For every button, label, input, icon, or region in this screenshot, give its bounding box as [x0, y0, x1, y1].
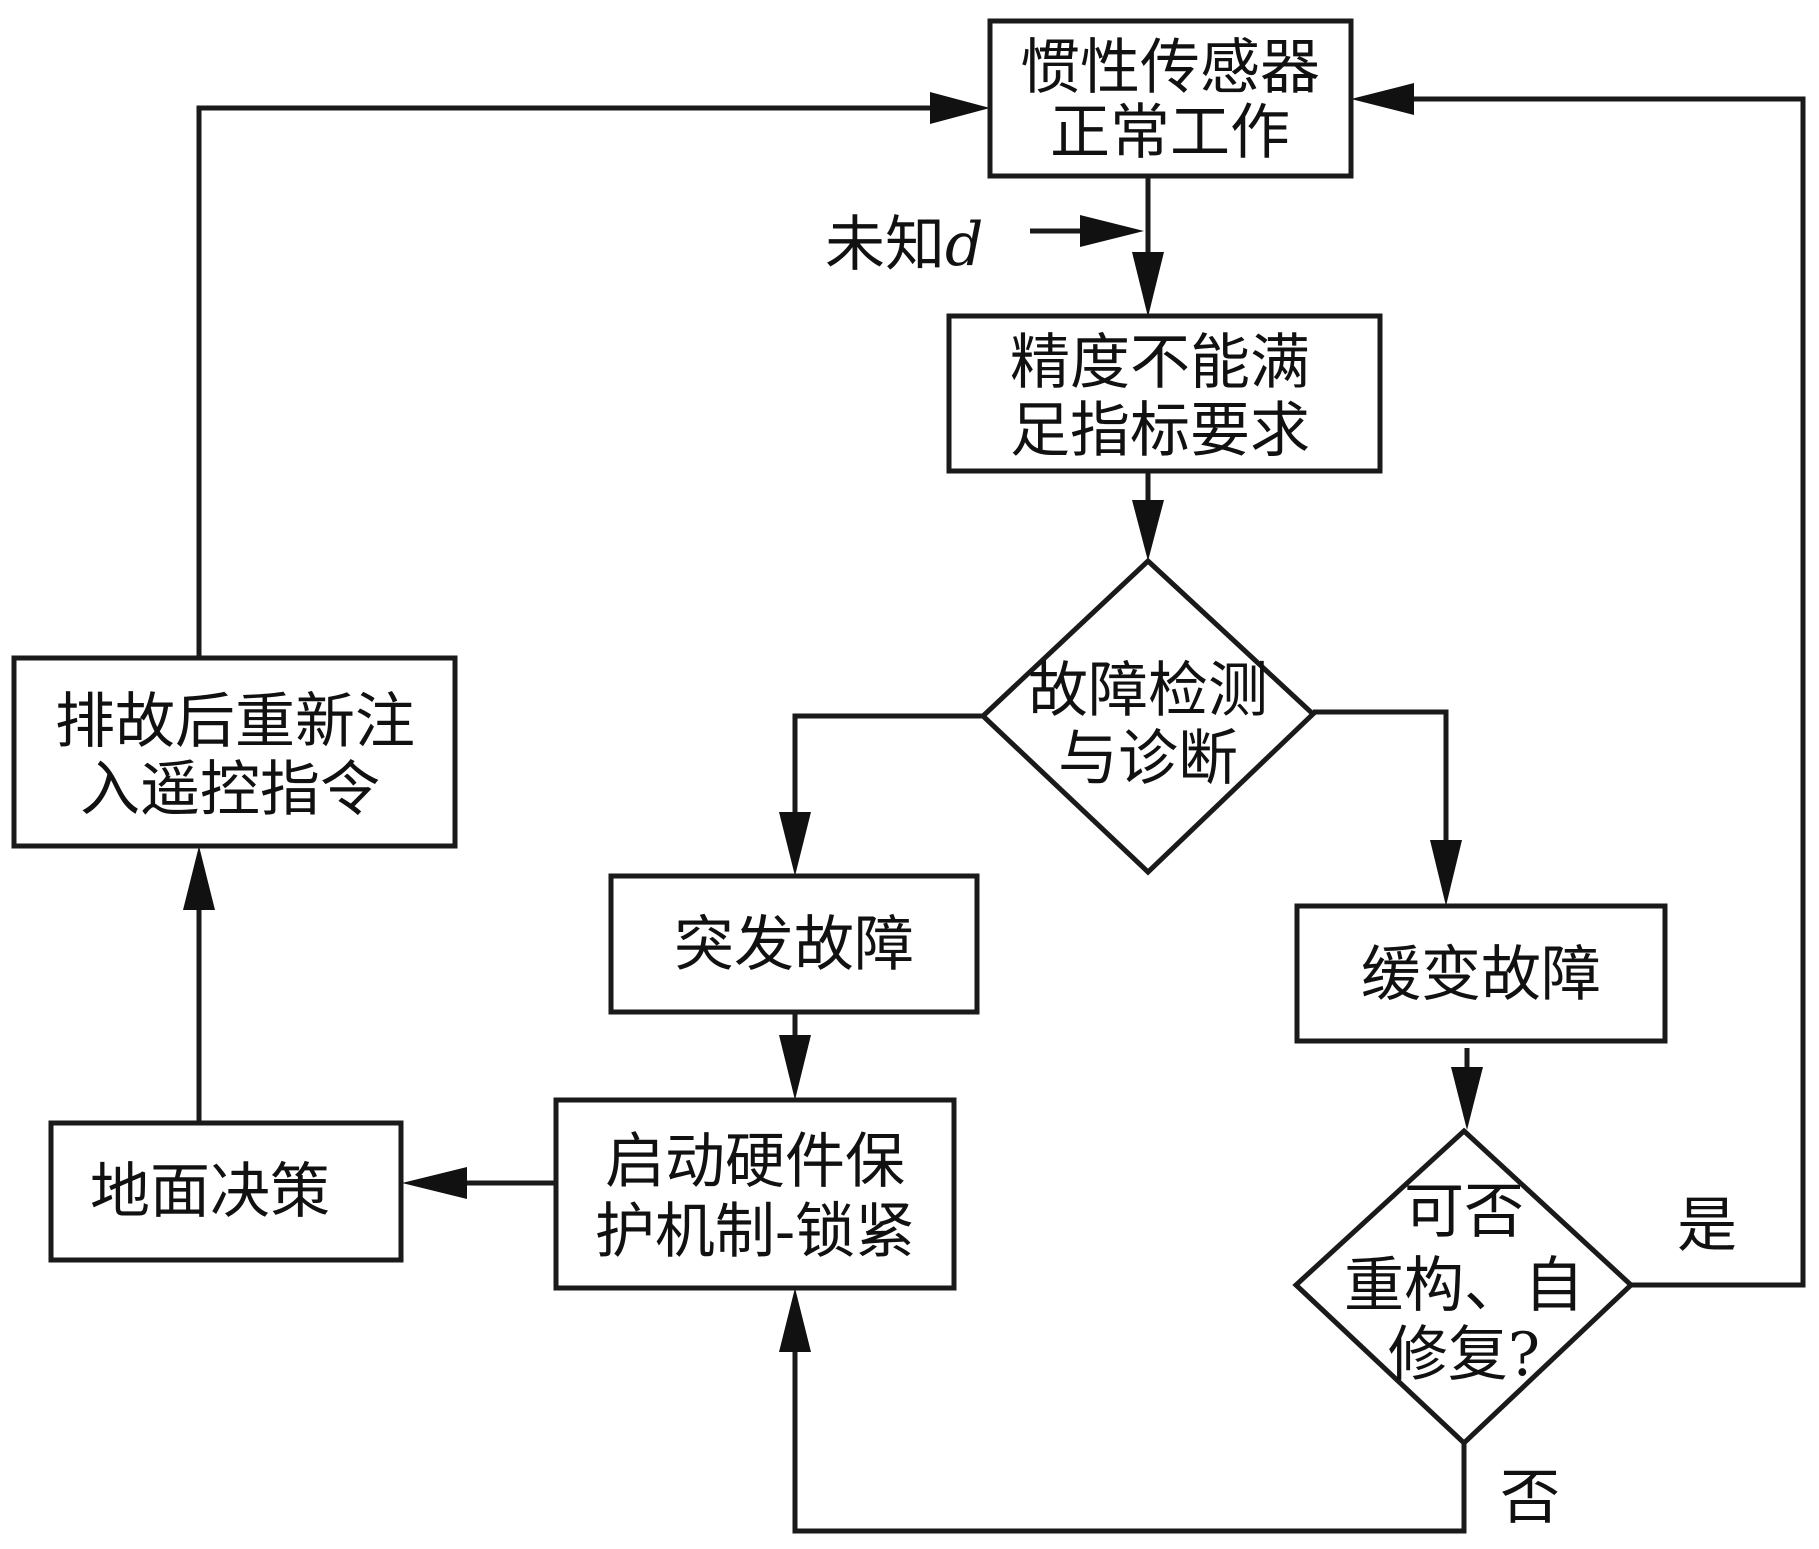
arrowhead-disturbance [1080, 215, 1144, 247]
node-fault-detect: 故障检测 与诊断 [979, 557, 1317, 876]
node-sensor-normal: 惯性传感器 正常工作 [987, 18, 1354, 179]
node-hardware-protect-line2: 护机制-锁紧 [595, 1197, 915, 1267]
node-reinject-commands-line2: 入遥控指令 [80, 755, 380, 825]
svg-text:未知d: 未知d [825, 210, 983, 280]
arrowhead-into-ground [402, 1167, 467, 1199]
arrowhead-into-sensor-right [1351, 83, 1414, 115]
node-can-reconfigure-line1: 可否 [1404, 1177, 1524, 1247]
node-ground-decision: 地面决策 [48, 1120, 404, 1263]
node-sudden-fault-line1: 突发故障 [674, 910, 914, 980]
node-gradual-fault-line1: 缓变故障 [1361, 940, 1601, 1010]
node-can-reconfigure: 可否 重构、自 修复? [1292, 1127, 1635, 1447]
disturbance-label: 未知d [825, 210, 983, 280]
node-fault-detect-line2: 与诊断 [1058, 724, 1238, 794]
node-fault-detect-line1: 故障检测 [1028, 656, 1268, 726]
disturbance-text: 未知 [825, 210, 945, 280]
node-reinject-commands-line1: 排故后重新注 [55, 687, 415, 757]
arrowhead-into-sensor-left [930, 92, 990, 124]
arrowhead-into-hardware-bottom [779, 1288, 811, 1352]
node-accuracy-fail: 精度不能满 足指标要求 [946, 313, 1383, 474]
node-sudden-fault: 突发故障 [608, 873, 980, 1015]
edge-no-to-hardware [792, 1350, 1467, 1534]
arrowhead-into-sudden [779, 812, 811, 876]
edge-label-no: 否 [1500, 1463, 1560, 1533]
node-gradual-fault: 缓变故障 [1294, 903, 1668, 1044]
disturbance-variable: d [945, 210, 983, 280]
arrowhead-into-detect [1132, 500, 1164, 561]
arrowhead-into-reconfigure [1451, 1067, 1483, 1130]
arrowhead-into-reinject [183, 846, 215, 910]
arrowhead-into-hardware-top [779, 1035, 811, 1100]
node-can-reconfigure-line2: 重构、自 [1344, 1251, 1584, 1321]
edge-label-yes: 是 [1677, 1191, 1737, 1261]
node-sensor-normal-line2: 正常工作 [1050, 98, 1290, 168]
arrowhead-into-accuracy [1132, 252, 1164, 317]
node-accuracy-fail-line1: 精度不能满 [1010, 328, 1310, 398]
edge-reinject-to-sensor [196, 105, 935, 658]
edge-yes-to-sensor [1406, 96, 1806, 1288]
node-hardware-protect-line1: 启动硬件保 [605, 1127, 905, 1197]
node-accuracy-fail-line2: 足指标要求 [1010, 396, 1310, 466]
edge-detect-to-sudden [792, 713, 983, 815]
node-reinject-commands: 排故后重新注 入遥控指令 [11, 655, 458, 849]
node-hardware-protect: 启动硬件保 护机制-锁紧 [553, 1097, 957, 1291]
node-ground-decision-line1: 地面决策 [90, 1157, 330, 1227]
node-sensor-normal-line1: 惯性传感器 [1020, 33, 1320, 103]
node-can-reconfigure-line3: 修复? [1388, 1320, 1540, 1390]
arrowhead-into-gradual [1430, 840, 1462, 906]
edge-detect-to-gradual [1313, 709, 1449, 846]
